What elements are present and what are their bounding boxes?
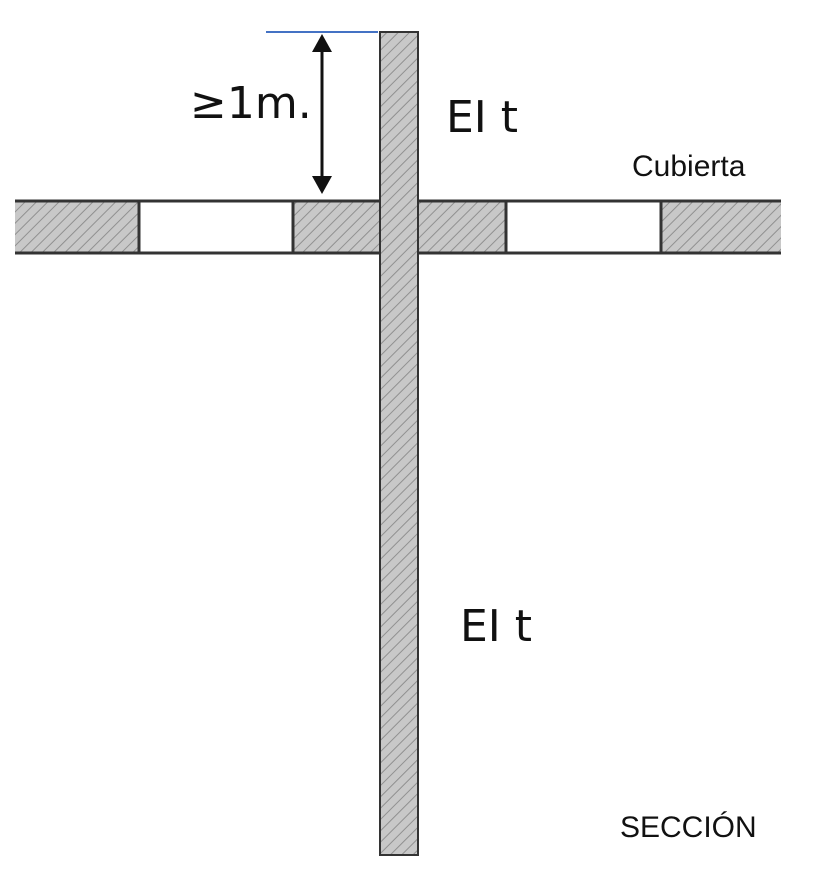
wall-upper-rating-label: EI t (446, 92, 519, 143)
roof-label: Cubierta (632, 150, 746, 183)
min-height-label: ≥1m. (190, 78, 312, 129)
wall-lower-rating-label: EI t (460, 601, 533, 652)
dimension-arrow-down-icon (312, 176, 332, 194)
fire-wall (379, 31, 419, 856)
dimension-arrow-up-icon (312, 34, 332, 52)
roof-slab-segment-1 (15, 201, 139, 253)
roof-slab-segment-2 (293, 201, 380, 253)
roof-slab-segment-4 (661, 201, 781, 253)
section-label: SECCIÓN (620, 811, 757, 844)
roof-slab-segment-3 (418, 201, 506, 253)
